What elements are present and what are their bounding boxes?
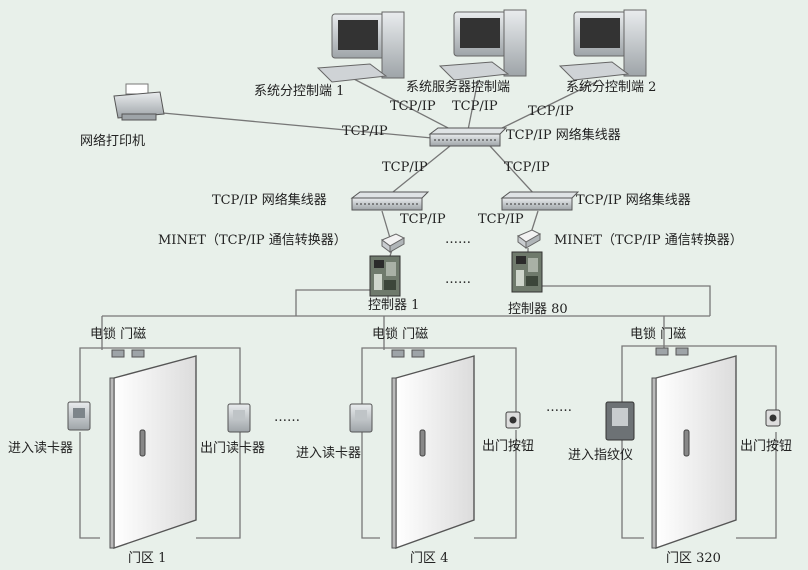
door-wiring [79, 345, 777, 539]
wire-frame-door1 [79, 347, 241, 408]
tcp-right-hub-label: TCP/IP [504, 160, 550, 175]
fingerprint-label-3: 进入指纹仪 [568, 448, 634, 463]
ellipsis-minet: …… [445, 232, 471, 247]
client1-label: 系统分控制端 1 [254, 84, 345, 99]
converter-icon [517, 229, 542, 249]
exit-button-label-2: 出门按钮 [482, 439, 535, 454]
door-icon [391, 355, 475, 549]
exit-button-icon [765, 409, 781, 427]
client2-label: 系统分控制端 2 [566, 80, 657, 95]
tcp-right-minet-label: TCP/IP [478, 212, 524, 227]
hub-icon [350, 191, 430, 211]
tcp-left-minet-label: TCP/IP [400, 212, 446, 227]
controller1-label: 控制器 1 [368, 298, 420, 313]
door-icon [109, 355, 197, 549]
right-hub-label: TCP/IP 网络集线器 [576, 193, 691, 208]
tcp-printer-label: TCP/IP [342, 124, 388, 139]
bus-ctrl1-top [295, 289, 388, 316]
frame-left-door4 [361, 432, 380, 539]
lock-magnet-label-3: 电锁 门磁 [630, 327, 687, 342]
ellipsis-doors-2: …… [546, 400, 572, 415]
minet-left-label: MINET（TCP/IP 通信转换器） [158, 233, 347, 248]
frame-left-door1 [79, 432, 100, 539]
wire-frame-door4 [361, 347, 517, 412]
link-client1-hub [351, 77, 453, 131]
reader-in-label-1: 进入读卡器 [8, 441, 74, 456]
link-client2-hub [497, 79, 601, 131]
link-hub-righthub [489, 145, 537, 197]
ellipsis-doors-1: …… [274, 410, 300, 425]
hub-icon [500, 191, 580, 211]
computer-icon [558, 9, 647, 81]
lock-magnet-label-1: 电锁 门磁 [90, 327, 147, 342]
reader-out-label-1: 出门读卡器 [200, 441, 266, 456]
lock-magnet-icons [111, 347, 689, 358]
main-hub-label: TCP/IP 网络集线器 [506, 128, 621, 143]
exit-button-icon [505, 411, 521, 429]
frame-left-door320 [621, 438, 644, 539]
card-reader-icon [349, 403, 373, 433]
exit-button-label-3: 出门按钮 [740, 439, 793, 454]
fingerprint-reader-icon [605, 401, 635, 441]
printer-label: 网络打印机 [80, 134, 146, 149]
left-hub-label: TCP/IP 网络集线器 [212, 193, 327, 208]
minet-right-label: MINET（TCP/IP 通信转换器） [554, 233, 743, 248]
controller-icon [511, 251, 543, 293]
tcp-client2-label: TCP/IP [528, 104, 574, 119]
frame-right-door320 [736, 432, 777, 539]
hub-icon [428, 127, 508, 147]
server-label: 系统服务器控制端 [406, 80, 511, 95]
link-printer-hub [151, 111, 433, 139]
wire-frame-door320 [621, 345, 777, 410]
door320-label: 门区 320 [666, 551, 721, 566]
ellipsis-controllers: …… [445, 272, 471, 287]
link-server-hub [467, 79, 479, 131]
link-hub-lefthub [387, 145, 451, 197]
printer-icon [113, 83, 165, 121]
frame-right-door4 [474, 430, 517, 539]
controller80-label: 控制器 80 [508, 302, 568, 317]
bus-ctrl80 [538, 285, 711, 316]
controller-icon [369, 255, 401, 297]
card-reader-icon [67, 401, 91, 431]
lock-magnet-label-2: 电锁 门磁 [372, 327, 429, 342]
converter-icon [381, 233, 406, 253]
reader-in-label-2: 进入读卡器 [296, 446, 362, 461]
door1-label: 门区 1 [128, 551, 167, 566]
link-lefthub-minet [381, 210, 391, 239]
frame-right-door1 [196, 432, 241, 539]
tcp-client1-label: TCP/IP [390, 99, 436, 114]
door-icon [651, 355, 737, 549]
door4-label: 门区 4 [410, 551, 449, 566]
computer-icon [316, 11, 405, 83]
tcp-left-hub-label: TCP/IP [382, 160, 428, 175]
card-reader-icon [227, 403, 251, 433]
tcp-server-label: TCP/IP [452, 99, 498, 114]
computer-icon [438, 9, 527, 81]
